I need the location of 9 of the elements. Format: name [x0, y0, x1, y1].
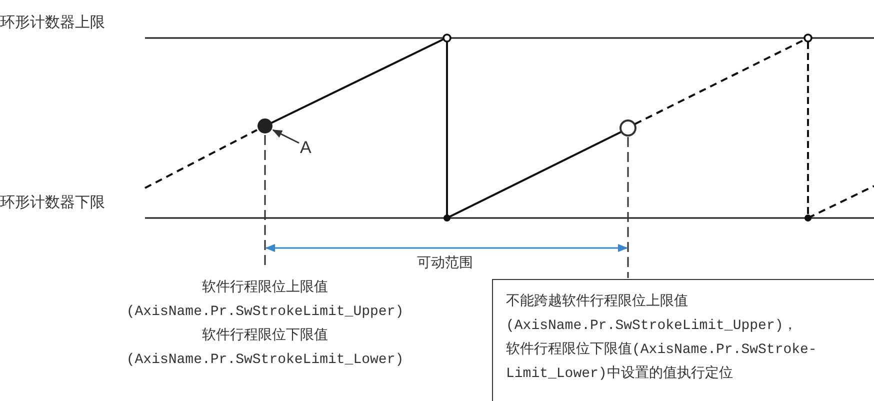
- limit-label: 环形计数器上限: [0, 12, 106, 33]
- dimension-label: 可动范围: [416, 254, 474, 274]
- parameter-label: 软件行程限位下限值(AxisName.Pr.SwStrokeLimit_Lower): [125, 326, 405, 370]
- note-box: 不能跨越软件行程限位上限值(AxisName.Pr.SwStrokeLimit_Upper)，软件行程限位下限值(AxisName.Pr.SwStroke-Limit_Lower)中设置的值执行定位: [492, 279, 874, 401]
- callout-letter: A: [300, 138, 314, 158]
- parameter-label: 软件行程限位上限值(AxisName.Pr.SwStrokeLimit_Upper): [125, 278, 405, 322]
- limit-label: 环形计数器下限: [0, 192, 106, 213]
- leader-line: [272, 129, 300, 144]
- point-marker: [257, 118, 273, 134]
